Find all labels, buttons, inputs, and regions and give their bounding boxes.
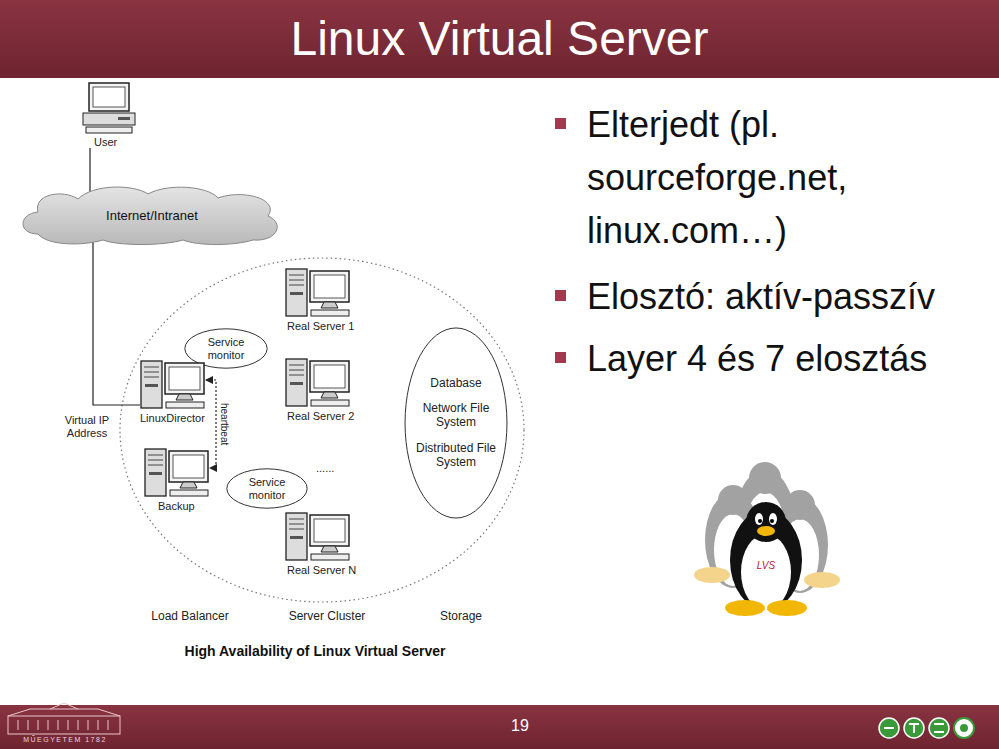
bullet bbox=[555, 290, 566, 301]
section-label: Load Balancer bbox=[130, 609, 250, 623]
monitor-label: Service monitor bbox=[196, 336, 256, 361]
cloud-label: Internet/Intranet bbox=[106, 208, 198, 223]
section-label: Server Cluster bbox=[267, 609, 387, 623]
cluster-outline bbox=[120, 258, 524, 602]
computer-icon bbox=[80, 82, 138, 134]
slide-title: Linux Virtual Server bbox=[0, 0, 999, 78]
bullet-text: Elterjedt (pl. sourceforge.net, linux.co… bbox=[587, 98, 992, 257]
penguin-group bbox=[694, 462, 840, 616]
network-cloud: Internet/Intranet bbox=[18, 184, 286, 246]
department-logos bbox=[879, 718, 974, 738]
edge-label: heartbeat bbox=[219, 402, 230, 446]
logo-text: MŰEGYETEM 1782 bbox=[6, 736, 124, 743]
monitor-label: Service monitor bbox=[237, 476, 297, 501]
computer-label: LinuxDirector bbox=[140, 412, 206, 424]
computer-label: User bbox=[80, 136, 138, 148]
computer-node: Real Server 1 bbox=[285, 266, 354, 332]
computer-icon bbox=[285, 266, 351, 318]
computer-icon bbox=[285, 510, 351, 562]
computer-node: User bbox=[80, 82, 138, 148]
bullet-text: Elosztó: aktív-passzív bbox=[587, 270, 992, 323]
connector bbox=[93, 240, 140, 405]
computer-icon bbox=[285, 356, 351, 408]
ellipsis-label: ...... bbox=[316, 462, 356, 474]
bullet bbox=[555, 352, 566, 363]
diagram-caption: High Availability of Linux Virtual Serve… bbox=[60, 643, 570, 659]
computer-node: Real Server 2 bbox=[285, 356, 354, 422]
university-logo bbox=[8, 703, 120, 734]
computer-label: Real Server N bbox=[285, 564, 356, 576]
storage-ellipse: DatabaseNetwork File SystemDistributed F… bbox=[404, 324, 508, 522]
storage-item: Database bbox=[415, 377, 497, 391]
connector bbox=[89, 148, 90, 192]
computer-node: Real Server N bbox=[285, 510, 356, 576]
computer-label: Real Server 1 bbox=[285, 320, 354, 332]
logo-text: LVS bbox=[746, 560, 786, 571]
computer-node: LinuxDirector bbox=[140, 358, 206, 424]
footer-bar bbox=[0, 705, 999, 749]
section-label: Storage bbox=[401, 609, 521, 623]
computer-label: Backup bbox=[144, 500, 210, 512]
computer-label: Real Server 2 bbox=[285, 410, 354, 422]
computer-node: Backup bbox=[144, 446, 210, 512]
address-label: Virtual IP Address bbox=[56, 414, 118, 440]
title-bar bbox=[0, 0, 999, 78]
computer-icon bbox=[144, 446, 210, 498]
bullet-text: Layer 4 és 7 elosztás bbox=[587, 332, 992, 385]
bullet bbox=[555, 118, 566, 129]
storage-item: Distributed File System bbox=[415, 442, 497, 470]
computer-icon bbox=[140, 358, 206, 410]
storage-item: Network File System bbox=[415, 402, 497, 430]
monitor-ellipse: Service monitor bbox=[226, 468, 308, 509]
page-number: 19 bbox=[480, 717, 560, 735]
